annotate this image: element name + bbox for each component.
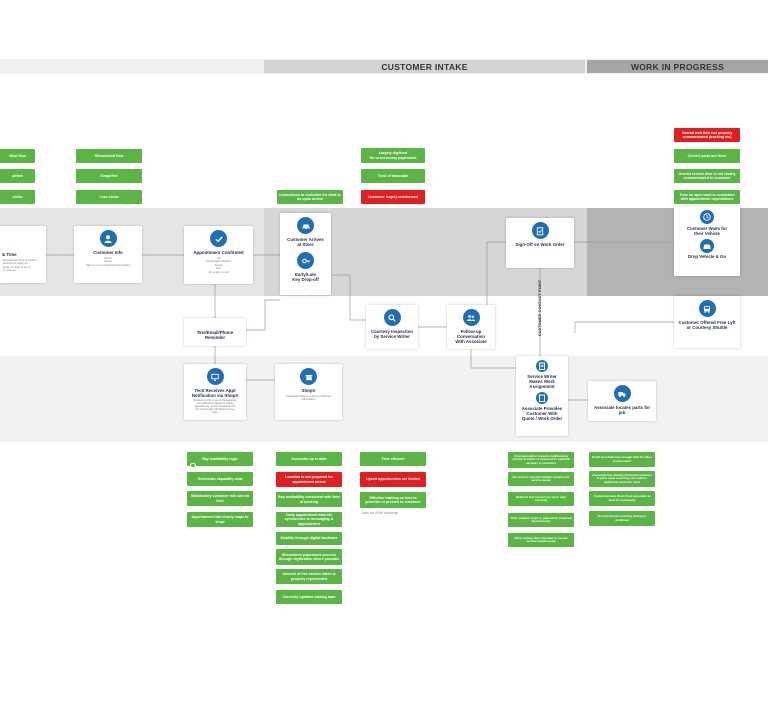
card-locates-parts-title: Associate locates parts for job (593, 405, 651, 415)
note-time-on-spec: Time on spec back is consistent with app… (674, 190, 740, 204)
note-instructions: Instructions to customer for what to do … (277, 190, 343, 204)
note-required-steps: Only required steps in paperwork (reduce… (508, 513, 574, 527)
card-customer-info[interactable]: Customer Info Name Email Sign in or out … (74, 226, 142, 283)
card-followup-title: Follow-up Conversation With Associate (455, 329, 487, 344)
note-parts-sourcing: Associate has already informed customer … (589, 471, 655, 487)
card-date-time-sub: appointment time & current services to a… (3, 258, 37, 273)
note-wait-time: Overall wait time not properly communica… (674, 128, 740, 142)
card-customer-info-title: Customer Info (93, 250, 123, 255)
note-trust-of-associate: Trust of associate (361, 169, 425, 183)
clipboard-check-icon (531, 222, 549, 239)
quote-icon (536, 392, 548, 404)
note-technician-capability: Technician capability clear (187, 472, 253, 486)
card-shopx[interactable]: ShopX Associate starts to look up custom… (275, 364, 342, 420)
note-effective-training: Effective training on how to prioritize … (360, 492, 426, 508)
note-location-not-prepared: Location is not prepared for appointment… (276, 472, 342, 487)
note-simplified: Simplified (76, 169, 142, 183)
phase-work-in-progress: WORK IN PROGRESS (587, 60, 768, 73)
note-customer-uninformed: Customer largely uninformed (361, 190, 425, 204)
card-appointment-title: Appointment Confirmed (193, 250, 244, 255)
note-less-clicks: Less clicks (76, 190, 142, 204)
monitor-icon (206, 368, 224, 385)
note-most-flow: Most flow (0, 149, 35, 163)
card-customer-waits[interactable]: Customer Waits for their Vehicle Drop Ve… (674, 206, 740, 276)
card-courtesy-inspection[interactable]: Courtesy Inspection by Service Writer (366, 305, 418, 349)
card-drop-go-title: Drop Vehicle & Go (687, 254, 727, 259)
car-key-icon (700, 239, 714, 253)
card-arrives-title: Customer Arrives at Store (287, 237, 324, 247)
note-mobility-digital: Mobility through digital hardware (276, 532, 342, 545)
note-service-time: Overall service time is not clearly comm… (674, 169, 740, 183)
note-bay-availability-logic: Bay availability logic (187, 452, 253, 468)
note-last-minute-sourcing: No last-minute sourcing adding to worklo… (589, 511, 655, 526)
clock-icon (700, 210, 714, 224)
note-communication-priority: Communication remains multitasking prior… (508, 452, 574, 468)
note-bay-availability-consistent: Bay availability consistent with time of… (276, 492, 342, 507)
card-free-lyft-shuttle[interactable]: Customer Offered Free Lyft or Courtesy S… (674, 296, 740, 348)
card-text-reminder-title: Text/Email/Phone Reminder (196, 330, 234, 340)
card-text-reminder[interactable]: Text/Email/Phone Reminder (184, 318, 246, 346)
note-multiple-systems: No need to consult multiple systems for … (508, 472, 574, 486)
card-associate-quote-title: Associate Provides Customer With Quote /… (521, 406, 563, 421)
card-date-time-title: & Time (2, 252, 17, 257)
magnifier-icon (383, 309, 401, 326)
card-tech-receives[interactable]: Tech Receives Appt Notification via Shop… (184, 364, 246, 420)
card-service-writer-title: Service Writer Makes Work Assignment (527, 374, 557, 389)
people-icon (462, 309, 480, 326)
card-sign-off[interactable]: Sign-Off on Work Order (506, 218, 574, 268)
note-upsell-limited: Upsell opportunities are limited (360, 472, 426, 487)
note-network-servers: Network and servers are up to play corre… (508, 492, 574, 506)
note-associate-up-to-date: Associate up to date (276, 452, 342, 466)
card-tech-receives-sub: Appointment info is sent to the associat… (193, 399, 237, 414)
card-customer-info-sub: Name Email Sign in or out of Service Rem… (86, 256, 130, 267)
note-free-service: Amount of free service taken is properly… (276, 569, 342, 584)
card-customer-arrives[interactable]: Customer Arrives at Store Early/Late Key… (280, 213, 331, 295)
card-appointment-confirmed[interactable]: Appointment Confirmed via Confirmation S… (184, 226, 253, 284)
note-parts-lookup: Parts lookup time translate to overall s… (508, 533, 574, 547)
card-shopx-title: ShopX (301, 388, 316, 393)
note-correct-parts: Correct parts are there (674, 149, 740, 163)
card-appointment-sub: via Confirmation Screen Email Text An op… (205, 256, 232, 274)
note-satisfactory-info: Satisfactory customer info sent to tech (187, 491, 253, 506)
caption-roadmap: Train on 2099 roadmap (361, 511, 399, 515)
note-communication-flows: Communication flows from associate to te… (589, 491, 655, 506)
truck-icon (613, 385, 631, 402)
note-simplified-0: plified (0, 169, 35, 183)
note-appointment-info-maps: Appointment info clearly maps to show (187, 512, 253, 527)
card-shuttle-title: Customer Offered Free Lyft or Courtesy S… (678, 320, 736, 330)
key-icon (297, 252, 314, 269)
phase-customer-intake: CUSTOMER INTAKE (264, 60, 585, 73)
customer-contact-point-label: CUSTOMER CONTACT POINT (537, 279, 542, 337)
card-tech-receives-title: Tech Receives Appt Notification via Shop… (191, 388, 239, 398)
card-shopx-sub: Associate starts to look up customer inf… (286, 394, 331, 402)
note-labor-procurement: Small associate has enough time for labo… (589, 452, 655, 467)
card-sign-off-title: Sign-Off on Work Order (515, 242, 565, 247)
card-dropoff-title: Early/Late Key Drop-off (292, 272, 319, 282)
note-catalog-data: Correctly updated catalog data (276, 590, 342, 604)
checkmark-icon (210, 230, 227, 247)
person-icon (99, 230, 117, 247)
note-streamlined-flow: Streamlined flow (76, 149, 142, 163)
note-largely-digitized: Largely digitized No unnecessary paperwo… (361, 148, 425, 163)
note-daily-appointment-data: Daily appointment data list synchronize … (276, 512, 342, 527)
note-time-efficient: Time efficient (360, 452, 426, 466)
car-icon (297, 217, 314, 234)
card-waits-title: Customer Waits for their Vehicle (686, 226, 728, 236)
assignment-icon (536, 360, 548, 372)
card-locates-parts[interactable]: Associate locates parts for job (588, 381, 656, 421)
card-date-time[interactable]: & Time appointment time & current servic… (0, 226, 46, 283)
note-clicks-0: clicks (0, 190, 35, 204)
storefront-icon (300, 368, 317, 385)
note-streamlined-paperwork: Streamlined paperwork process through di… (276, 549, 342, 565)
card-follow-up[interactable]: Follow-up Conversation With Associate (447, 305, 495, 349)
card-service-writer-assign[interactable]: Service Writer Makes Work Assignment Ass… (516, 356, 568, 436)
shuttle-icon (698, 300, 716, 317)
card-inspection-title: Courtesy Inspection by Service Writer (370, 329, 414, 339)
